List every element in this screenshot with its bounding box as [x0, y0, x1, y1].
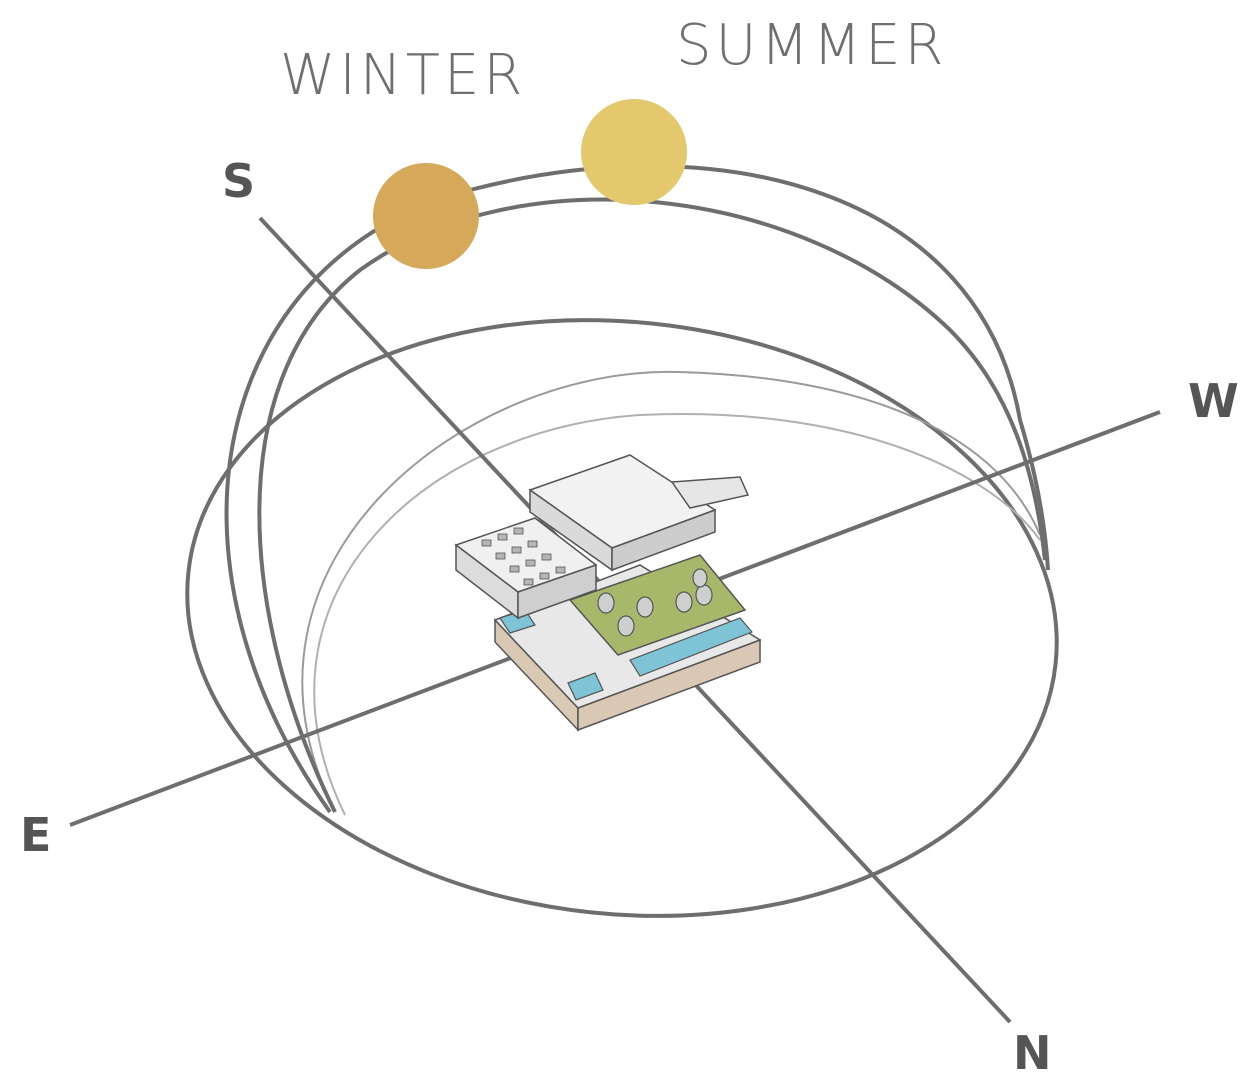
winter-path-inner: [313, 413, 1041, 816]
summer-label: SUMMER: [676, 13, 948, 78]
winter-label: WINTER: [280, 43, 527, 108]
terrace-columns: [597, 568, 713, 637]
pool-main: [629, 617, 754, 677]
south-label: S: [222, 154, 256, 208]
building-model: [454, 454, 762, 732]
equinox-path-inner: [301, 370, 1041, 813]
west-label: W: [1188, 374, 1239, 428]
summer-sun: [581, 99, 687, 205]
skylight-grid: [481, 527, 566, 586]
horizon-ellipse: [185, 318, 1059, 918]
pool-small-1: [567, 672, 604, 701]
winter-sun: [373, 163, 479, 269]
upper-block-side: [611, 508, 716, 572]
winter-sun-path: [257, 197, 1047, 813]
north-label: N: [1013, 1026, 1052, 1080]
left-wing-side: [517, 563, 597, 620]
east-label: E: [20, 808, 52, 862]
bridge: [670, 476, 750, 509]
